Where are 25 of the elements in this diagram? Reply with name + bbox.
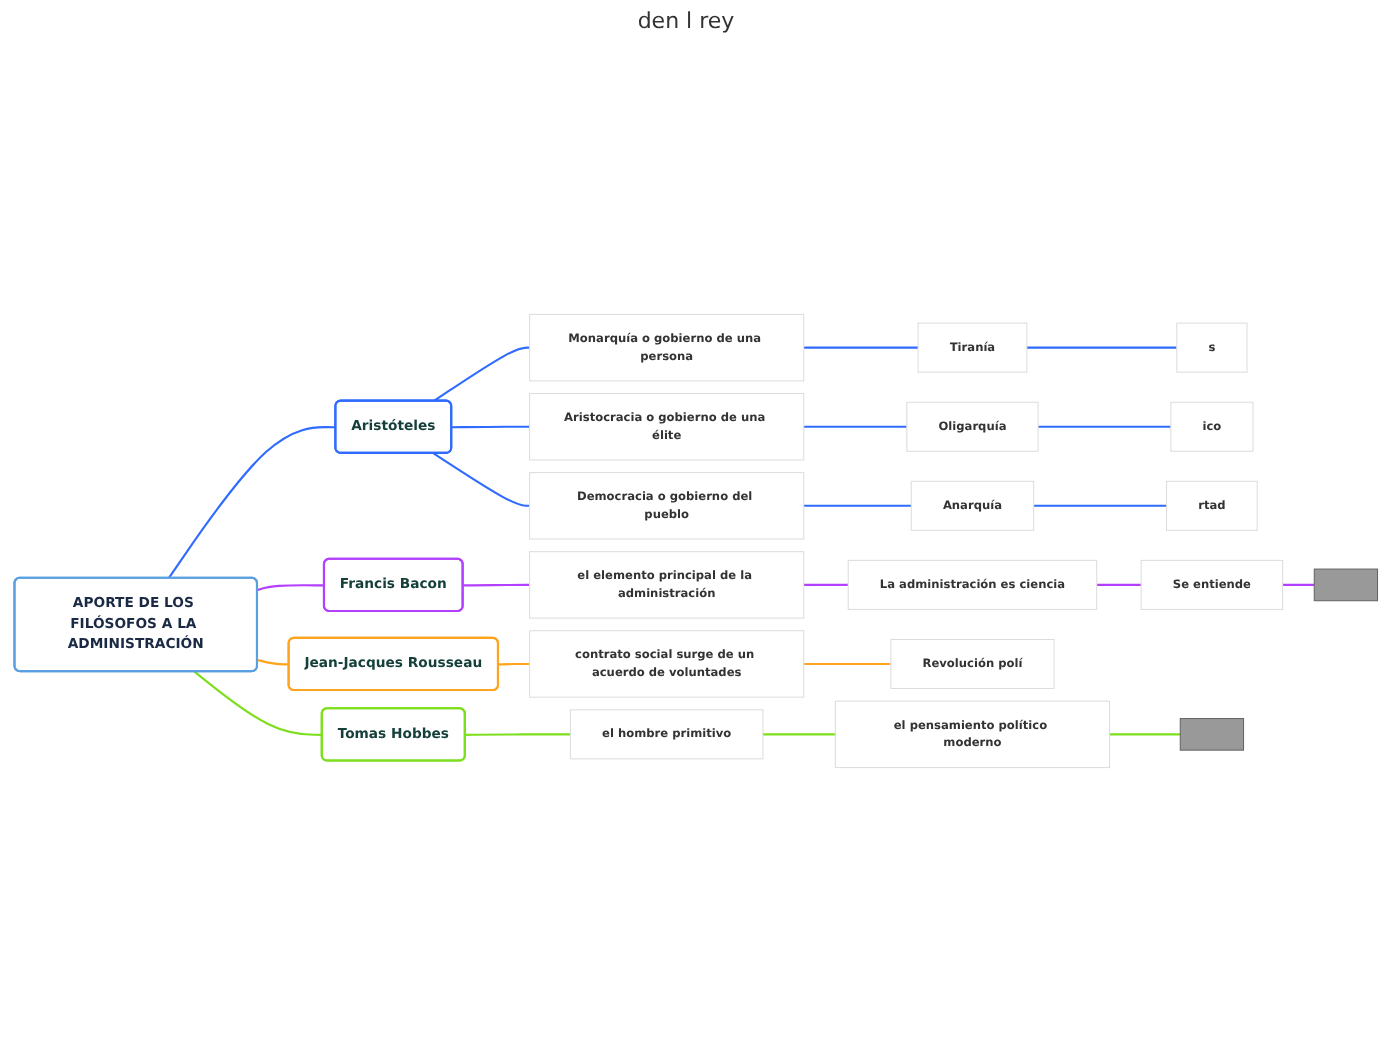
connector xyxy=(1038,425,1171,428)
connector xyxy=(762,733,836,736)
connector xyxy=(803,425,907,428)
connector xyxy=(257,584,325,591)
connector xyxy=(257,658,290,666)
connector xyxy=(498,662,530,666)
connector xyxy=(463,583,530,587)
connector xyxy=(803,662,891,666)
connector xyxy=(1109,733,1181,736)
connector xyxy=(1033,504,1167,507)
connector xyxy=(167,426,336,579)
connector xyxy=(433,346,530,403)
connector xyxy=(465,733,571,736)
note-text: den l rey xyxy=(637,8,735,34)
connector xyxy=(1282,583,1315,586)
connector xyxy=(803,346,919,349)
connector xyxy=(433,452,530,507)
connector xyxy=(1026,346,1177,349)
connector xyxy=(803,583,849,586)
node-bar xyxy=(1313,568,1379,602)
connector xyxy=(803,504,912,507)
node-bar xyxy=(1179,718,1245,751)
connector xyxy=(1096,583,1142,586)
connector xyxy=(451,425,530,429)
connector xyxy=(193,670,323,736)
